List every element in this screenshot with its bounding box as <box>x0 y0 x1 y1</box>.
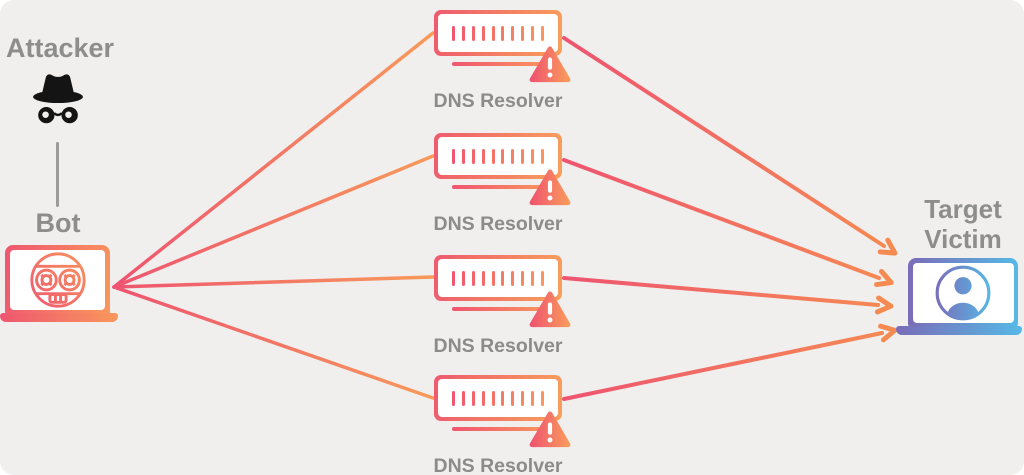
server-slats <box>438 14 558 52</box>
resolver-3-to-victim-arrow <box>562 276 894 315</box>
bot-label: Bot <box>35 208 81 238</box>
dns-resolver-node-4: DNS Resolver <box>434 375 571 475</box>
victim-laptop-base <box>896 326 1022 335</box>
dns-server-icon <box>434 10 562 56</box>
server-shadow-line <box>452 62 547 66</box>
warning-triangle-icon <box>529 169 571 206</box>
dns-resolver-node-1: DNS Resolver <box>434 10 571 120</box>
victim-laptop-screen <box>912 262 1014 323</box>
dns-resolver-label: DNS Resolver <box>433 90 563 112</box>
dns-resolver-label: DNS Resolver <box>433 213 563 235</box>
warning-triangle-icon <box>529 411 571 448</box>
bot-to-resolver-2-line <box>112 154 435 289</box>
dns-resolver-label: DNS Resolver <box>433 335 563 357</box>
bot-to-resolver-1-line <box>112 31 435 289</box>
bot-to-resolver-4-line <box>112 285 435 400</box>
bot-laptop-icon <box>5 245 110 315</box>
server-shadow-line <box>452 427 547 431</box>
victim-laptop-icon <box>908 258 1018 327</box>
server-shadow-line <box>452 307 547 311</box>
warning-triangle-icon <box>529 291 571 328</box>
attacker-label: Attacker <box>5 33 115 63</box>
user-icon <box>935 265 991 320</box>
dns-resolver-node-2: DNS Resolver <box>434 133 571 243</box>
attacker-to-bot-connector <box>56 142 59 207</box>
bot-to-resolver-3-line <box>112 275 435 289</box>
resolver-4-to-victim-arrow <box>562 323 898 401</box>
resolver-2-to-victim-arrow <box>562 158 894 288</box>
server-slats <box>438 379 558 417</box>
dns-resolver-node-3: DNS Resolver <box>434 255 571 365</box>
dns-server-icon <box>434 255 562 301</box>
server-slats <box>438 137 558 175</box>
warning-triangle-icon <box>529 46 571 83</box>
server-slats <box>438 259 558 297</box>
target-victim-label: Target Victim <box>924 194 1002 254</box>
robot-face-icon <box>29 252 86 308</box>
bot-laptop-base <box>0 313 118 322</box>
dns-server-icon <box>434 375 562 421</box>
bot-laptop-screen <box>10 250 105 310</box>
server-shadow-line <box>452 185 547 189</box>
resolver-1-to-victim-arrow <box>562 36 898 256</box>
dns-server-icon <box>434 133 562 179</box>
spy-hat-mask-icon <box>33 74 83 124</box>
dns-resolver-label: DNS Resolver <box>433 455 563 475</box>
